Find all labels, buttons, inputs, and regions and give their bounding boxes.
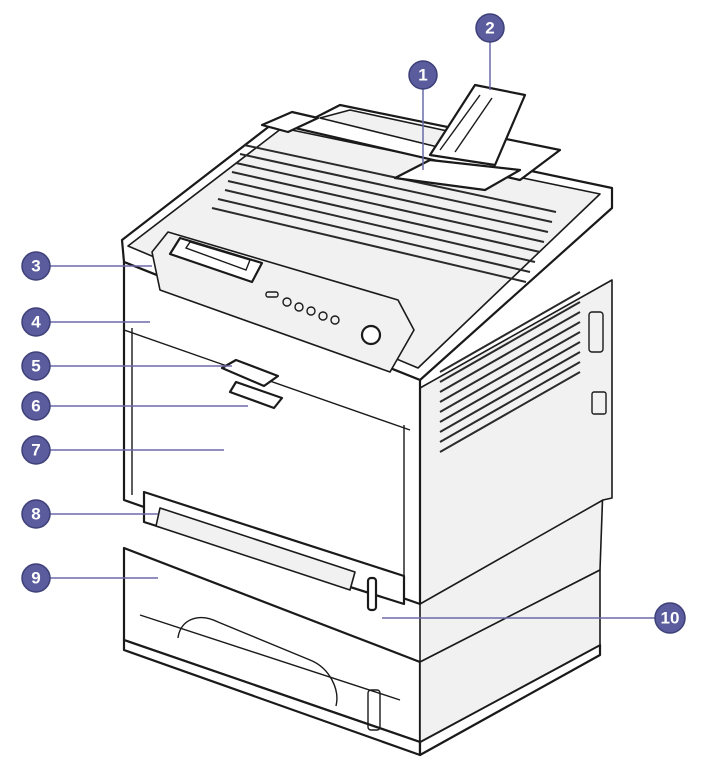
callout-4-number: 4 <box>31 313 41 332</box>
callout-2-number: 2 <box>485 19 494 38</box>
callout-8: 8 <box>22 500 50 528</box>
callout-5-number: 5 <box>31 357 40 376</box>
callout-3-number: 3 <box>31 257 40 276</box>
callout-4: 4 <box>22 308 50 336</box>
callout-7-number: 7 <box>31 441 40 460</box>
callout-1: 1 <box>409 61 437 89</box>
callout-2: 2 <box>476 14 504 42</box>
callout-3: 3 <box>22 252 50 280</box>
callout-9-number: 9 <box>31 569 40 588</box>
callout-1-number: 1 <box>418 66 427 85</box>
callout-5: 5 <box>22 352 50 380</box>
callout-7: 7 <box>22 436 50 464</box>
callout-8-number: 8 <box>31 505 40 524</box>
callout-10-number: 10 <box>661 609 680 628</box>
callout-6-number: 6 <box>31 397 40 416</box>
printer-main-body <box>122 85 612 610</box>
paper-level-indicator <box>368 578 376 610</box>
callout-9: 9 <box>22 564 50 592</box>
callout-6: 6 <box>22 392 50 420</box>
callout-10: 10 <box>655 603 685 633</box>
